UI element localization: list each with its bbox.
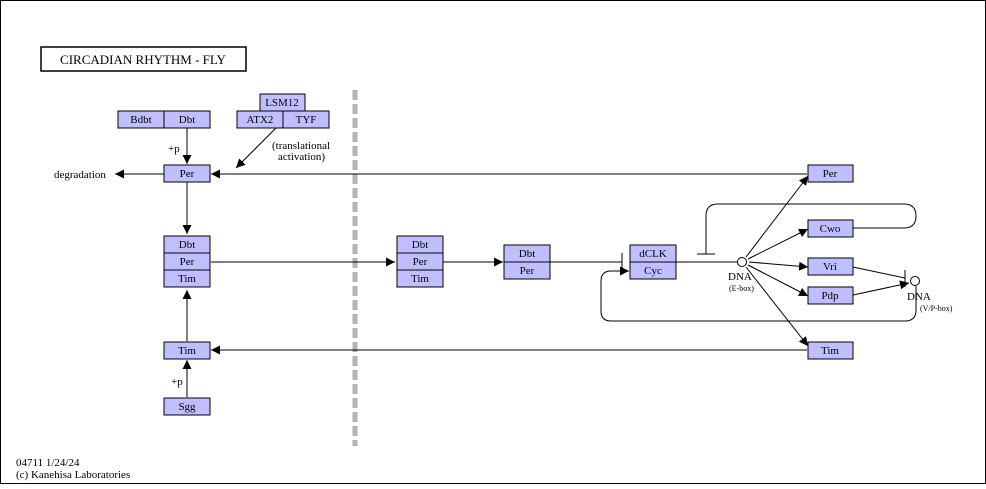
gene-tim-complex2[interactable]: Tim (396, 269, 444, 288)
gene-tyf[interactable]: TYF (282, 110, 330, 129)
gene-vri[interactable]: Vri (807, 257, 854, 276)
gene-per-left[interactable]: Per (163, 164, 211, 183)
gene-tim-right-label: Tim (821, 345, 839, 357)
degradation-label: degradation (54, 169, 106, 181)
edge-ebox-per (745, 175, 809, 258)
map-title-text: CIRCADIAN RHYTHM - FLY (60, 52, 227, 67)
gene-per-complex1[interactable]: Per (163, 252, 211, 271)
gene-atx2[interactable]: ATX2 (236, 110, 284, 129)
gene-tim-left[interactable]: Tim (163, 341, 211, 360)
gene-per-complex2-label: Per (413, 256, 428, 268)
edge-ebox-pdp (747, 264, 809, 297)
dna-vpbox-label: DNA (907, 291, 931, 303)
gene-dbt-complex2[interactable]: Dbt (396, 235, 444, 254)
gene-dbt-complex1-label: Dbt (179, 239, 196, 251)
gene-per-left-label: Per (180, 168, 195, 180)
edge-ebox-cwo (747, 228, 809, 260)
gene-bdbt-label: Bdbt (130, 114, 151, 126)
gene-pdp[interactable]: Pdp (807, 286, 854, 305)
dna-ebox-node (737, 257, 747, 267)
gene-atx2-label: ATX2 (247, 114, 274, 126)
edge-cwo-inhibit-loop (705, 203, 917, 254)
gene-dclk[interactable]: dCLK (629, 244, 677, 263)
copyright-label: (c) Kanehisa Laboratories (16, 469, 130, 481)
gene-per-complex3-label: Per (520, 265, 535, 277)
gene-tyf-label: TYF (296, 114, 317, 126)
vpbox-label: (V/P-box) (920, 304, 953, 313)
gene-dbt-complex2-label: Dbt (412, 239, 429, 251)
edge-ebox-tim (745, 266, 809, 347)
edge-vri-inhibit-vpbox (852, 266, 906, 279)
gene-dbt-complex1[interactable]: Dbt (163, 235, 211, 254)
edge-ebox-vri (748, 261, 809, 271)
phosphorylation-label-bottom: +p (171, 376, 183, 388)
gene-vri-label: Vri (823, 261, 837, 273)
gene-cyc[interactable]: Cyc (629, 261, 677, 280)
map-id-date: 04711 1/24/24 (16, 457, 80, 469)
gene-cwo[interactable]: Cwo (807, 219, 854, 238)
gene-per-right[interactable]: Per (807, 164, 854, 183)
gene-pdp-label: Pdp (821, 290, 839, 302)
gene-per-complex1-label: Per (180, 256, 195, 268)
phosphorylation-label-top: +p (168, 143, 180, 155)
edge-pdp-vpbox (852, 280, 910, 296)
gene-sgg[interactable]: Sgg (163, 397, 211, 416)
gene-tim-complex1-label: Tim (178, 273, 196, 285)
gene-cyc-label: Cyc (644, 265, 662, 277)
gene-lsm12[interactable]: LSM12 (259, 93, 306, 112)
gene-lsm12-label: LSM12 (265, 97, 299, 109)
translational-label-line2: activation) (278, 151, 325, 163)
gene-tim-complex2-label: Tim (411, 273, 429, 285)
gene-dclk-label: dCLK (639, 248, 667, 260)
translational-label-line1: (translational (272, 140, 330, 152)
gene-tim-right[interactable]: Tim (807, 341, 854, 360)
gene-tim-complex1[interactable]: Tim (163, 269, 211, 288)
dna-vpbox-node (910, 276, 920, 286)
dna-ebox-label: DNA (728, 271, 752, 283)
gene-dbt-complex3[interactable]: Dbt (503, 244, 551, 263)
gene-per-complex2[interactable]: Per (396, 252, 444, 271)
ebox-label: (E-box) (729, 284, 754, 293)
gene-dbt-top[interactable]: Dbt (163, 110, 211, 129)
gene-tim-left-label: Tim (178, 345, 196, 357)
edge-translational-activation (235, 127, 277, 169)
gene-bdbt[interactable]: Bdbt (117, 110, 165, 129)
gene-per-right-label: Per (823, 168, 838, 180)
gene-sgg-label: Sgg (178, 401, 196, 413)
gene-dbt-top-label: Dbt (179, 114, 196, 126)
edge-vpbox-to-dclk (600, 266, 917, 322)
gene-cwo-label: Cwo (820, 223, 841, 235)
map-title: CIRCADIAN RHYTHM - FLY (40, 46, 247, 72)
gene-dbt-complex3-label: Dbt (519, 248, 536, 260)
gene-per-complex3[interactable]: Per (503, 261, 551, 280)
